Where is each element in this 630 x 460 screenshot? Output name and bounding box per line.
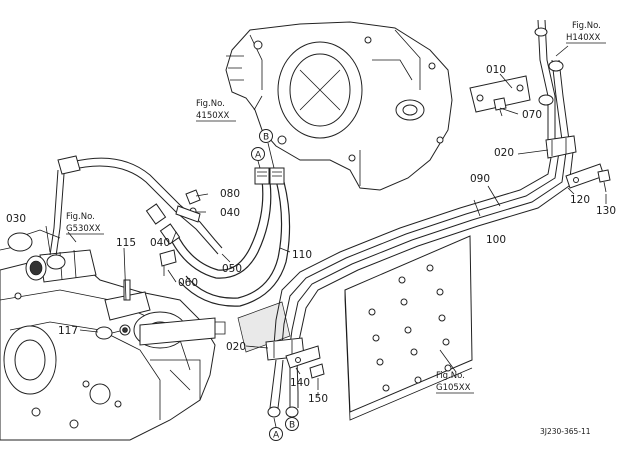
fig-ref-g530-label: Fig.No. — [66, 212, 95, 222]
marker-b-top: B — [259, 129, 275, 169]
fig-ref-g530-code: G530XX — [66, 224, 101, 234]
leader-lines — [45, 45, 607, 396]
marker-b-bottom: B — [285, 417, 299, 431]
svg-text:B: B — [263, 133, 269, 143]
svg-text:A: A — [255, 151, 262, 161]
transmission-case — [225, 21, 453, 191]
label-120: 120 — [570, 194, 590, 206]
hose-050-110 — [145, 167, 291, 307]
label-060: 060 — [178, 277, 198, 289]
svg-text:A: A — [273, 431, 280, 441]
fig-ref-g530: Fig.No. G530XX — [66, 212, 104, 235]
bolt-130 — [597, 169, 611, 193]
mounting-plate — [237, 235, 473, 421]
label-020-bottom: 020 — [226, 341, 246, 353]
label-010: 010 — [486, 64, 506, 76]
label-030: 030 — [6, 213, 26, 225]
fig-ref-g105-code: G105XX — [436, 383, 471, 393]
bolt-150 — [309, 363, 325, 390]
fig-ref-g105: Fig.No. G105XX — [436, 371, 474, 394]
fig-ref-4150-code: 4150XX — [196, 111, 229, 121]
label-040-bottom: 040 — [150, 237, 170, 249]
fasteners-080-040-060 — [159, 189, 201, 276]
svg-text:B: B — [289, 421, 295, 431]
label-050: 050 — [222, 263, 242, 275]
label-020-top: 020 — [494, 147, 514, 159]
fig-ref-4150: Fig.No. 4150XX — [196, 99, 236, 122]
part-labels: 010 020 020 030 040 040 050 060 070 080 … — [6, 64, 616, 405]
label-040-top: 040 — [220, 207, 240, 219]
label-100: 100 — [486, 234, 506, 246]
label-090: 090 — [470, 173, 490, 185]
fig-ref-g105-label: Fig.No. — [436, 371, 465, 381]
label-070: 070 — [522, 109, 542, 121]
label-130: 130 — [596, 205, 616, 217]
fig-ref-4150-label: Fig.No. — [196, 99, 225, 109]
figure-references: Fig.No. H140XX Fig.No. 4150XX Fig.No. G5… — [66, 21, 606, 394]
marker-a-top: A — [251, 147, 265, 169]
rear-axle-housing — [0, 229, 226, 441]
label-150: 150 — [308, 393, 328, 405]
label-110: 110 — [292, 249, 312, 261]
bracket-140 — [285, 345, 321, 369]
connection-markers: A B A B — [251, 129, 299, 441]
label-117: 117 — [58, 325, 78, 337]
label-080: 080 — [220, 188, 240, 200]
label-115: 115 — [116, 237, 136, 249]
bracket-010 — [469, 75, 531, 117]
label-140: 140 — [290, 377, 310, 389]
fig-ref-h140: Fig.No. H140XX — [566, 21, 606, 44]
fig-ref-h140-label: Fig.No. — [572, 21, 601, 31]
marker-a-bottom: A — [269, 417, 283, 441]
fig-ref-h140-code: H140XX — [566, 33, 600, 43]
drawing-code: 3J230-365-11 — [540, 427, 591, 436]
